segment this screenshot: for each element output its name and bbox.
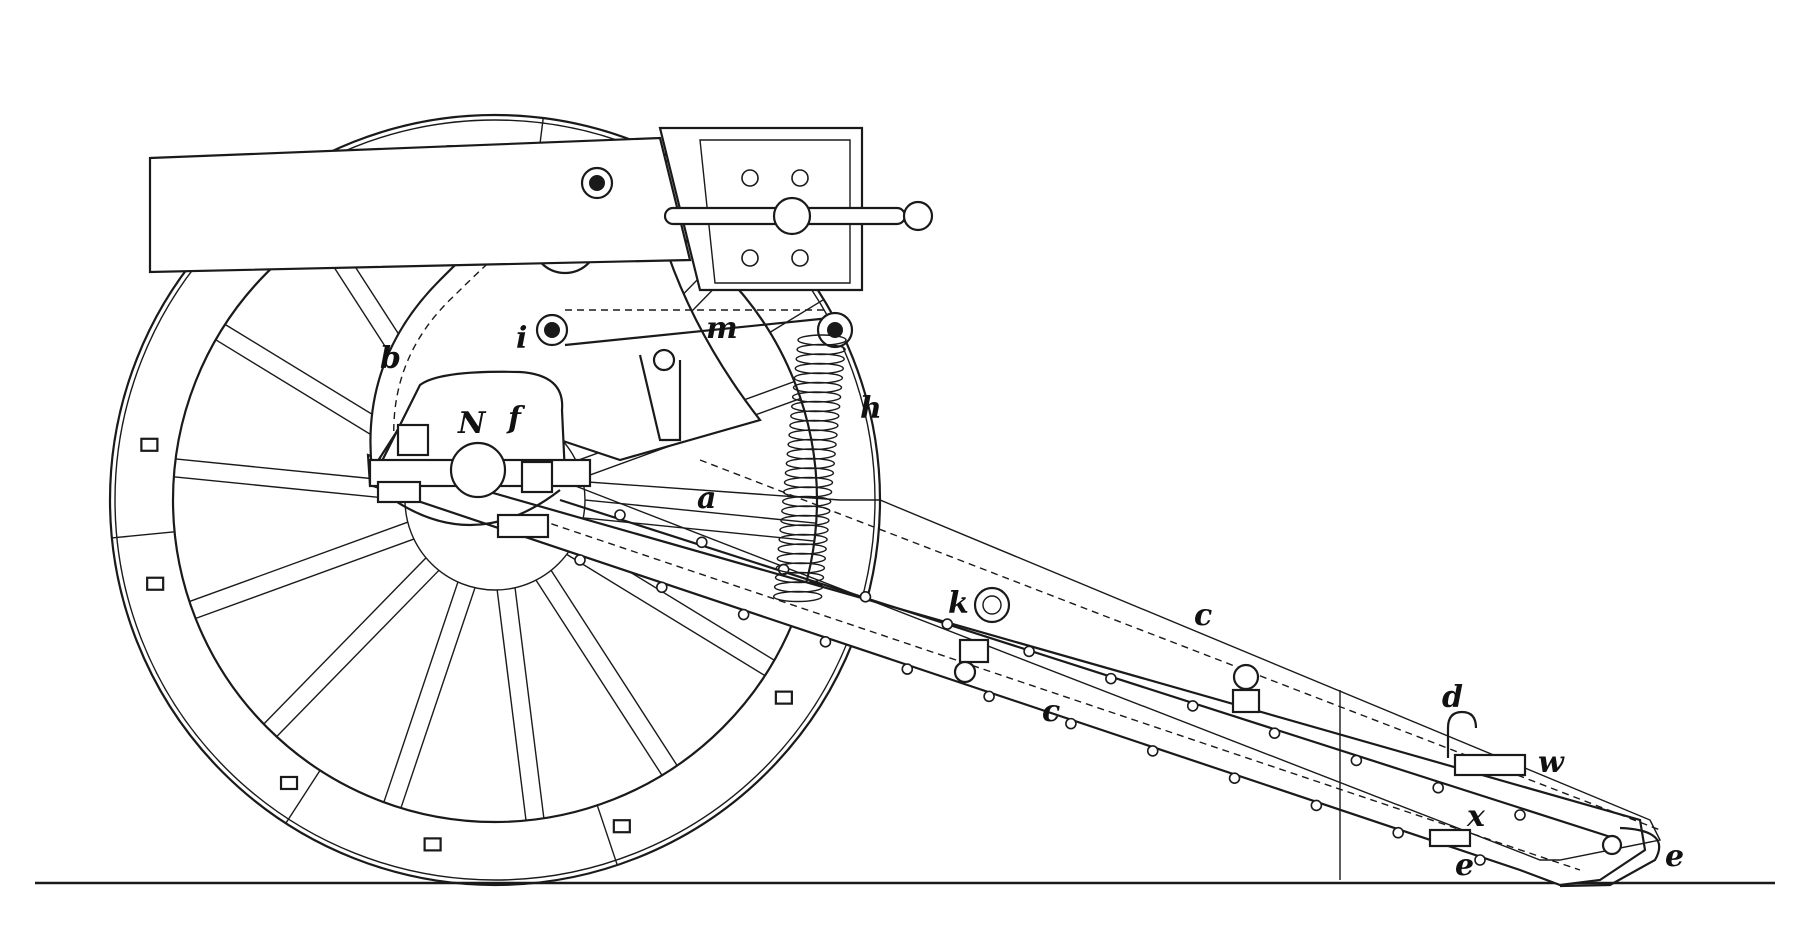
spring-coil	[790, 410, 840, 422]
wheel-spoke	[189, 521, 408, 603]
spring-coil	[779, 524, 829, 536]
wheel-spoke	[263, 557, 427, 725]
spring-coil	[782, 486, 833, 498]
wheel-spoke	[175, 458, 407, 483]
label-k: k	[948, 586, 969, 621]
trail-rivet	[983, 690, 995, 703]
spring-coil	[794, 362, 844, 375]
rim-bolt	[279, 775, 299, 791]
trail-rivet	[1186, 700, 1199, 712]
trail-rivet	[1146, 745, 1159, 757]
trail-spade	[1559, 826, 1661, 888]
trail-rivet	[819, 636, 832, 648]
spring-coil	[783, 476, 834, 489]
trail-rivet	[1350, 754, 1363, 767]
label-N: N	[457, 406, 487, 441]
label-m: m	[706, 311, 738, 346]
trail-fittings	[953, 638, 1527, 848]
label-c-lower: c	[1042, 694, 1060, 729]
trail-rivet	[1392, 826, 1404, 839]
label-i: i	[516, 321, 527, 356]
spring-coil	[784, 467, 835, 479]
trail-rivet	[901, 663, 914, 675]
spring-coil	[776, 552, 826, 565]
wheel-spoke	[535, 580, 663, 776]
wheel-spoke	[276, 570, 440, 738]
trail-rivet	[574, 554, 586, 566]
label-w: w	[1538, 745, 1565, 780]
wheel-spoke	[195, 538, 414, 620]
spring-coil	[773, 590, 823, 603]
wheel-spoke	[583, 517, 815, 542]
spring-coil	[792, 381, 843, 394]
spring-coil	[796, 343, 846, 356]
trail-rivet	[1023, 645, 1035, 658]
trail-rivet	[656, 581, 668, 594]
rim-bolt	[774, 690, 793, 705]
trail-rivet	[1432, 781, 1444, 794]
wheel-spoke	[585, 499, 817, 524]
trail-rivet	[1474, 854, 1486, 866]
trail-rivet	[941, 618, 954, 630]
trail-rivet	[1514, 809, 1526, 821]
trail-rivets	[574, 509, 1526, 866]
spring-coil	[786, 448, 836, 460]
label-d: d	[1442, 680, 1463, 715]
trail	[366, 453, 1662, 888]
trail-rivet	[1310, 799, 1323, 812]
axle	[449, 441, 507, 499]
felloe-joint	[285, 769, 321, 824]
axle-block	[368, 370, 592, 539]
label-b: b	[380, 341, 401, 376]
wheel-spoke	[383, 582, 459, 803]
wheel-spoke	[173, 476, 405, 501]
spring-coil	[789, 419, 839, 432]
felloe-joint	[596, 805, 618, 866]
wheel-spoke	[514, 588, 545, 819]
trail-rivet	[737, 608, 750, 621]
felloe-joint	[769, 298, 825, 333]
hook-d	[1446, 710, 1478, 758]
label-a: a	[697, 481, 716, 516]
trail-rivet	[614, 509, 626, 521]
rim-bolt	[612, 819, 631, 834]
boss-k	[973, 586, 1011, 624]
letter-labels: a b c c d e e f h i k m N w x	[380, 311, 1684, 883]
label-x: x	[1466, 799, 1486, 834]
trail-rivet	[859, 591, 872, 603]
rim-bolt	[146, 576, 165, 591]
wheel-spoke	[550, 570, 678, 767]
trail-beam	[366, 453, 1647, 887]
wheel-spoke	[400, 587, 476, 809]
trail-rivet	[1268, 727, 1281, 739]
gun-barrel	[148, 126, 934, 292]
rim-bolt	[140, 437, 159, 452]
trail-rivet	[696, 536, 708, 549]
trail-rivet	[1065, 717, 1077, 730]
wheel-spoke	[496, 590, 527, 821]
spring-coil	[793, 372, 844, 384]
trail-middle-line	[559, 498, 1621, 842]
trail-rivet	[1105, 672, 1117, 685]
felloe-joint	[111, 531, 175, 539]
label-e-right: e	[1665, 839, 1684, 874]
spring-coil	[791, 400, 841, 413]
rim-bolt	[423, 837, 442, 852]
recoil-spring	[773, 334, 847, 603]
label-c-upper: c	[1194, 598, 1212, 633]
wheel-spoke	[566, 554, 766, 677]
spring-coil	[795, 353, 845, 365]
label-h: h	[860, 391, 882, 426]
label-e-lower: e	[1455, 848, 1474, 883]
spring-coil	[781, 505, 831, 517]
spring-coil	[785, 457, 835, 470]
spring-coil	[777, 543, 827, 555]
spring-coil	[788, 429, 838, 441]
elevating-rod	[564, 309, 854, 442]
trail-rivet	[1228, 772, 1241, 784]
